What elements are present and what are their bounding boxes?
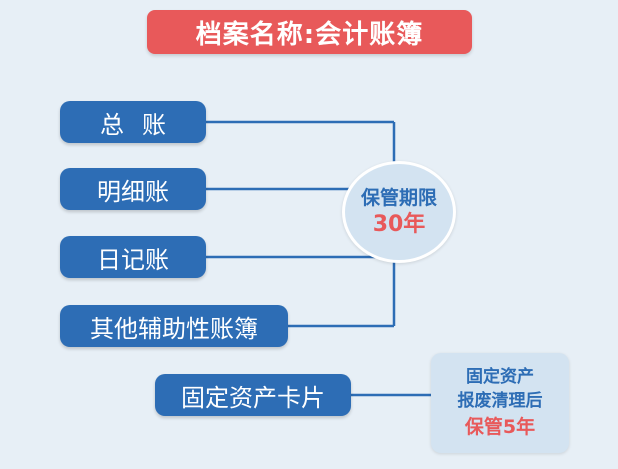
card-line-assets: 固定资产 — [466, 367, 534, 387]
card-line-years: 保管5年 — [464, 416, 536, 438]
retention-period-circle: 保管期限 30年 — [342, 161, 456, 263]
retention-label: 保管期限 — [360, 187, 437, 209]
ledger-box-auxiliary: 其他辅助性账簿 — [60, 305, 288, 347]
ledger-box-general: 总账 — [60, 101, 206, 143]
ledger-box-journal: 日记账 — [60, 236, 206, 278]
ledger-box-detail: 明细账 — [60, 168, 206, 210]
card-line-disposal: 报废清理后 — [457, 391, 543, 411]
fixed-asset-retention-card: 固定资产 报废清理后 保管5年 — [431, 353, 569, 453]
fixed-asset-card-box: 固定资产卡片 — [155, 374, 351, 416]
archive-title: 档案名称:会计账簿 — [147, 10, 472, 54]
retention-years: 30年 — [372, 212, 426, 237]
